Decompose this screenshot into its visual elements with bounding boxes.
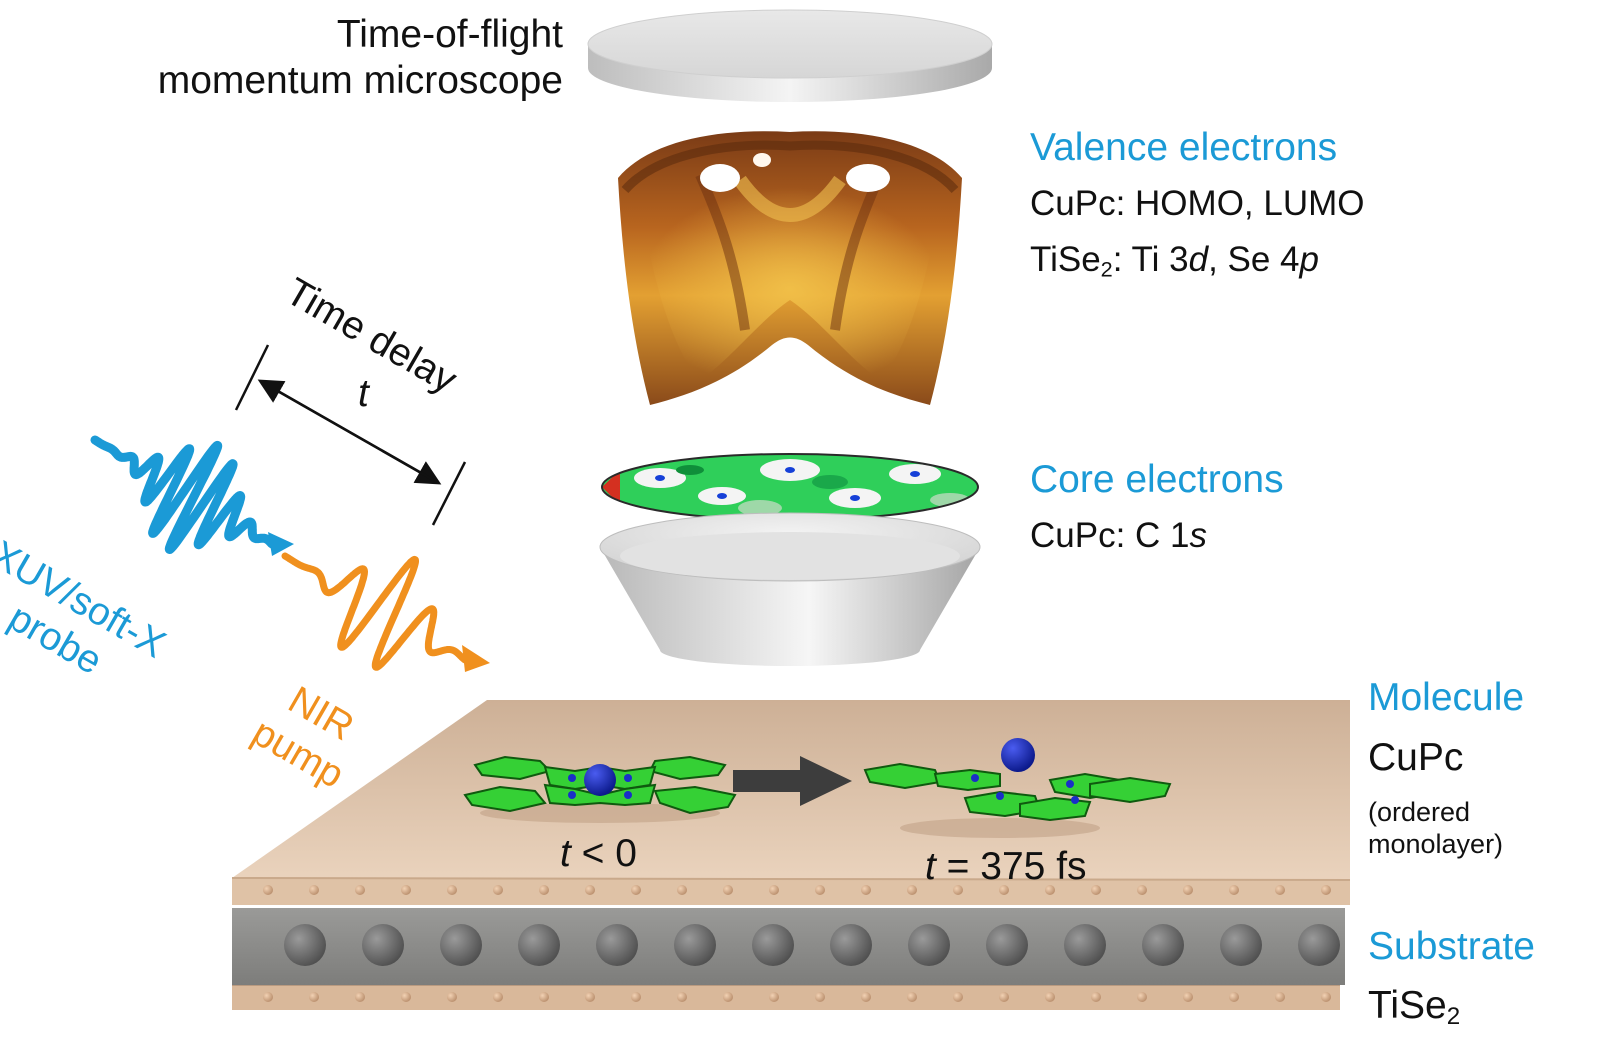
xuv-probe-pulse: [90, 435, 294, 556]
surface-atom: [677, 992, 687, 1002]
surface-atom: [355, 885, 365, 895]
surface-atom: [1183, 992, 1193, 1002]
substrate-atom: [362, 924, 404, 966]
surface-atom: [1045, 885, 1055, 895]
surface-atom: [1091, 885, 1101, 895]
surface-atom: [1229, 885, 1239, 895]
time-delay-marker: [234, 344, 467, 526]
surface-atom: [1137, 885, 1147, 895]
surface-atom: [815, 885, 825, 895]
surface-atom: [263, 885, 273, 895]
surface-atom: [769, 885, 779, 895]
surface-atom: [401, 885, 411, 895]
surface-atom: [723, 885, 733, 895]
molecule-name: CuPc: [1368, 736, 1464, 779]
surface-atom: [1091, 992, 1101, 1002]
surface-atom: [355, 992, 365, 1002]
surface-atom: [953, 885, 963, 895]
molecule-note-line2: monolayer): [1368, 829, 1504, 859]
surface-atom: [1275, 885, 1285, 895]
substrate-atom: [1298, 924, 1340, 966]
substrate-atom: [1142, 924, 1184, 966]
valence-band-volume: [618, 131, 962, 405]
substrate-atom: [752, 924, 794, 966]
substrate-atom: [1064, 924, 1106, 966]
microscope-detector-disc: [587, 9, 993, 102]
microscope-lens-cone: [599, 512, 981, 666]
substrate-atoms: [284, 924, 1340, 966]
valence-heading: Valence electrons: [1030, 126, 1338, 169]
surface-atoms: [263, 885, 1331, 1002]
substrate-atom: [518, 924, 560, 966]
surface-atom: [907, 992, 917, 1002]
time-delay-symbol: t: [358, 372, 369, 415]
substrate-atom: [1220, 924, 1262, 966]
surface-atom: [1275, 992, 1285, 1002]
cupc-molecule-before: [463, 755, 737, 823]
cupc-molecule-after: [863, 738, 1172, 838]
transition-arrow: [733, 756, 852, 806]
substrate-atom: [440, 924, 482, 966]
surface-atom: [1321, 885, 1331, 895]
substrate-atom: [284, 924, 326, 966]
surface-atom: [999, 885, 1009, 895]
surface-atom: [1229, 992, 1239, 1002]
surface-atom: [1183, 885, 1193, 895]
substrate-atom: [986, 924, 1028, 966]
surface-atom: [631, 885, 641, 895]
surface-atom: [677, 885, 687, 895]
surface-atom: [999, 992, 1009, 1002]
microscope-label: Time-of-flight momentum microscope: [158, 12, 563, 104]
substrate-atom: [596, 924, 638, 966]
surface-atom: [309, 885, 319, 895]
surface-atom: [493, 992, 503, 1002]
molecule-note-line1: (ordered: [1368, 797, 1471, 827]
molecule-heading: Molecule: [1368, 676, 1525, 719]
surface-atom: [1045, 992, 1055, 1002]
surface-atom: [309, 992, 319, 1002]
molecule-note: (ordered monolayer): [1368, 796, 1503, 860]
microscope-label-line1: Time-of-flight: [336, 13, 563, 56]
state-after-label: t = 375 fs: [925, 845, 1087, 888]
surface-atom: [585, 992, 595, 1002]
core-line1: CuPc: C 1s: [1030, 516, 1207, 555]
substrate-atom: [674, 924, 716, 966]
state-before-label: t < 0: [560, 832, 637, 875]
surface-atom: [1321, 992, 1331, 1002]
surface-atom: [401, 992, 411, 1002]
core-level-momentum-map: [601, 453, 979, 521]
surface-atom: [769, 992, 779, 1002]
surface-atom: [539, 885, 549, 895]
surface-atom: [585, 885, 595, 895]
surface-atom: [447, 992, 457, 1002]
nir-pump-pulse: [281, 552, 490, 672]
surface-atom: [1137, 992, 1147, 1002]
surface-atom: [861, 885, 871, 895]
surface-atom: [953, 992, 963, 1002]
surface-atom: [861, 992, 871, 1002]
surface-atom: [815, 992, 825, 1002]
surface-atom: [263, 992, 273, 1002]
surface-atom: [493, 885, 503, 895]
sample-slab: [231, 700, 1351, 1010]
surface-atom: [539, 992, 549, 1002]
surface-atom: [631, 992, 641, 1002]
surface-atom: [907, 885, 917, 895]
valence-line1: CuPc: HOMO, LUMO: [1030, 184, 1365, 223]
substrate-atom: [908, 924, 950, 966]
surface-atom: [723, 992, 733, 1002]
microscope-label-line2: momentum microscope: [157, 59, 563, 102]
valence-line2: TiSe2: Ti 3d, Se 4p: [1030, 240, 1319, 282]
core-heading: Core electrons: [1030, 458, 1284, 501]
surface-atom: [447, 885, 457, 895]
substrate-name: TiSe2: [1368, 984, 1461, 1031]
substrate-atom: [830, 924, 872, 966]
substrate-heading: Substrate: [1368, 925, 1535, 968]
